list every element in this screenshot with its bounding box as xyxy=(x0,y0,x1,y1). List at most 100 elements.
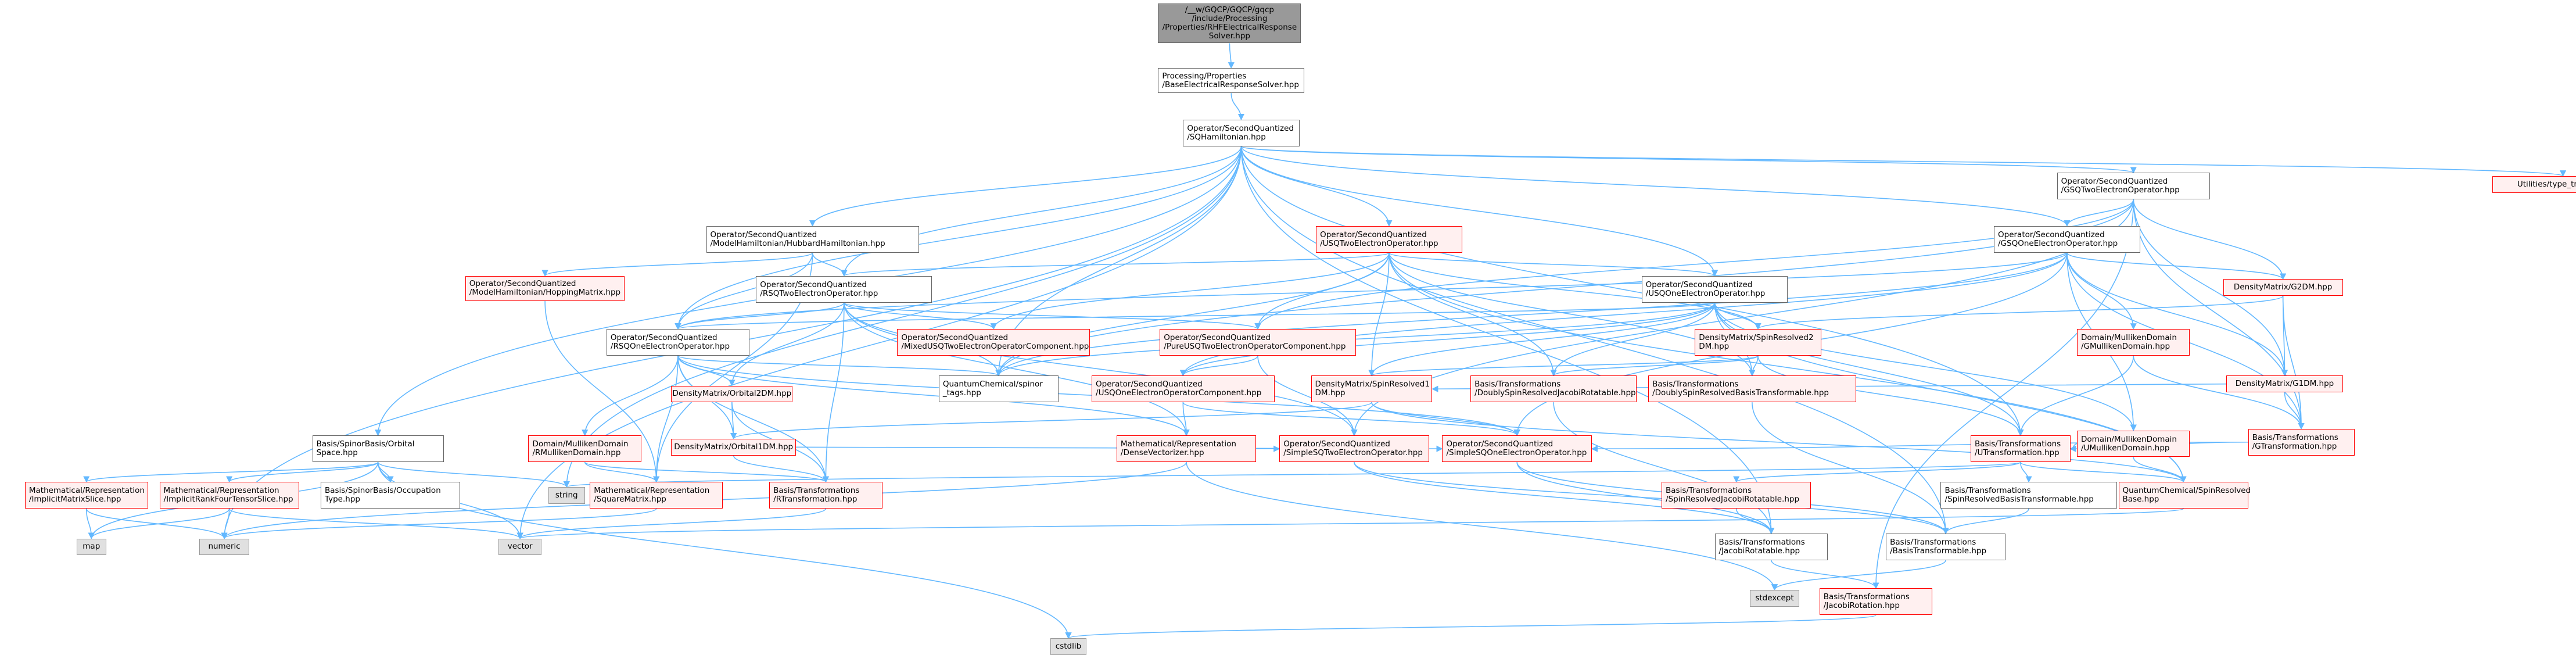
graph-node-orbital2dm[interactable]: DensityMatrix/Orbital2DM.hpp xyxy=(671,385,793,403)
edge-sq-hamiltonian-to-rsq-one xyxy=(675,146,1242,330)
edge-gsq-two-to-gsq-one xyxy=(2064,199,2134,227)
graph-node-gsq-two[interactable]: Operator/SecondQuantized /GSQTwoElectron… xyxy=(2057,173,2210,200)
graph-node-stdexcept[interactable]: stdexcept xyxy=(1749,590,1800,607)
edge-sq-hamiltonian-to-basis-transformable xyxy=(1240,146,1949,535)
graph-node-gsq-one[interactable]: Operator/SecondQuantized /GSQOneElectron… xyxy=(1994,226,2140,253)
edge-sr1dm-to-simple-sq-one xyxy=(1371,402,1520,436)
edge-rsq-two-to-rtransformation xyxy=(822,302,845,483)
edge-gmulliken-to-gtransformation xyxy=(2133,356,2305,429)
edge-usq-one-to-umulliken xyxy=(1714,302,2137,431)
edge-usq-one-comp-to-simple-sq-one xyxy=(1182,402,1520,436)
graph-node-hubbard[interactable]: Operator/SecondQuantized /ModelHamiltoni… xyxy=(706,226,919,253)
edge-umulliken-to-utransformation xyxy=(2069,443,2078,452)
edge-sr2dm-to-dsr-basis xyxy=(1749,356,1759,377)
edge-utransformation-to-sr-basis xyxy=(2019,462,2032,483)
edge-usq-two-to-usq-one xyxy=(1389,252,1718,277)
graph-node-implicit-matrix-slice[interactable]: Mathematical/Representation /ImplicitMat… xyxy=(24,482,148,509)
graph-node-jacobi-rotation[interactable]: Basis/Transformations /JacobiRotation.hp… xyxy=(1819,588,1933,615)
edge-usq-one-to-dsr-jacobi xyxy=(1550,302,1716,377)
graph-node-square-matrix[interactable]: Mathematical/Representation /SquareMatri… xyxy=(590,482,723,509)
graph-node-rsq-one[interactable]: Operator/SecondQuantized /RSQOneElectron… xyxy=(606,329,749,356)
edge-usq-two-to-dsr-jacobi xyxy=(1389,252,1557,377)
edge-usq-two-to-rsq-two xyxy=(841,252,1390,277)
graph-node-occupation-type[interactable]: Basis/SpinorBasis/Occupation Type.hpp xyxy=(320,482,461,509)
graph-node-rtransformation[interactable]: Basis/Transformations /RTransformation.h… xyxy=(769,482,882,509)
graph-node-pure-usq-two-comp[interactable]: Operator/SecondQuantized /PureUSQTwoElec… xyxy=(1160,329,1356,356)
graph-node-cstdlib[interactable]: cstdlib xyxy=(1050,638,1087,655)
edge-sr1dm-to-orbital1dm xyxy=(730,402,1372,440)
graph-node-orbital-space[interactable]: Basis/SpinorBasis/Orbital Space.hpp xyxy=(312,435,444,463)
graph-node-jacobi-rotatable[interactable]: Basis/Transformations /JacobiRotatable.h… xyxy=(1714,534,1828,560)
graph-node-simple-sq-two[interactable]: Operator/SecondQuantized /SimpleSQTwoEle… xyxy=(1279,435,1429,463)
graph-node-sr-basis[interactable]: Basis/Transformations /SpinResolvedBasis… xyxy=(1940,482,2117,509)
graph-node-umulliken[interactable]: Domain/MullikenDomain /UMullikenDomain.h… xyxy=(2077,430,2190,457)
edge-gsq-two-to-jacobi-rotation xyxy=(1872,199,2134,589)
edge-dsr-jacobi-to-jacobi-rotatable xyxy=(1553,402,1775,535)
edge-rsq-two-to-simple-sq-two xyxy=(844,302,1358,436)
graph-node-root[interactable]: /__w/GQCP/GQCP/gqcp /include/Processing … xyxy=(1158,3,1301,44)
graph-node-type-traits[interactable]: Utilities/type_traits.hpp xyxy=(2492,176,2576,193)
graph-node-simple-sq-one[interactable]: Operator/SecondQuantized /SimpleSQOneEle… xyxy=(1442,435,1592,463)
graph-node-utransformation[interactable]: Basis/Transformations /UTransformation.h… xyxy=(1970,435,2071,463)
graph-node-mixed-usq-two-comp[interactable]: Operator/SecondQuantized /MixedUSQTwoEle… xyxy=(897,329,1090,356)
edge-utransformation-to-sr-base xyxy=(2019,461,2187,483)
edge-sq-hamiltonian-to-usq-one xyxy=(1240,146,1718,277)
graph-node-string[interactable]: string xyxy=(548,486,585,504)
graph-node-sr2dm[interactable]: DensityMatrix/SpinResolved2 DM.hpp xyxy=(1695,329,1821,356)
edge-gsq-one-to-g2dm xyxy=(2066,252,2287,280)
edge-sq-hamiltonian-to-rsq-two xyxy=(841,146,1242,277)
graph-node-sq-hamiltonian[interactable]: Operator/SecondQuantized /SQHamiltonian.… xyxy=(1183,119,1300,146)
graph-node-base-solver[interactable]: Processing/Properties /BaseElectricalRes… xyxy=(1158,68,1305,94)
graph-node-dense-vectorizer[interactable]: Mathematical/Representation /DenseVector… xyxy=(1116,435,1257,463)
edge-orbital-space-to-implicit-matrix-slice xyxy=(83,461,379,483)
edge-dense-vectorizer-to-stdexcept xyxy=(1186,462,1778,591)
graph-node-usq-two[interactable]: Operator/SecondQuantized /USQTwoElectron… xyxy=(1316,226,1462,253)
edge-usq-one-to-spinor-tags xyxy=(995,302,1716,377)
edge-orbital1dm-to-rtransformation xyxy=(733,455,829,483)
graph-node-usq-one-comp[interactable]: Operator/SecondQuantized /USQOneElectron… xyxy=(1092,375,1275,403)
edge-rsq-one-to-rtransformation xyxy=(677,356,829,483)
graph-node-vector[interactable]: vector xyxy=(498,538,542,556)
graph-node-hopping[interactable]: Operator/SecondQuantized /ModelHamiltoni… xyxy=(465,275,625,301)
edge-sq-hamiltonian-to-gsq-two xyxy=(1240,145,2137,174)
edge-simple-sq-one-to-jacobi-rotatable xyxy=(1516,462,1775,535)
graph-node-implicit-r4-slice[interactable]: Mathematical/Representation /ImplicitRan… xyxy=(159,482,299,509)
graph-node-map[interactable]: map xyxy=(76,538,107,556)
graph-node-dsr-jacobi[interactable]: Basis/Transformations /DoublySpinResolve… xyxy=(1470,375,1637,403)
edge-rsq-one-to-spinor-tags xyxy=(677,355,1002,377)
graph-node-spinor-tags[interactable]: QuantumChemical/spinor _tags.hpp xyxy=(938,375,1059,403)
edge-jacobi-rotatable-to-jacobi-rotation xyxy=(1770,560,1879,589)
edge-gsq-two-to-pure-usq-two-comp xyxy=(1254,199,2134,330)
edge-rsq-two-to-rsq-one xyxy=(675,302,845,330)
graph-node-gtransformation[interactable]: Basis/Transformations /GTransformation.h… xyxy=(2248,428,2355,456)
graph-node-g1dm[interactable]: DensityMatrix/G1DM.hpp xyxy=(2226,375,2343,392)
graph-node-numeric[interactable]: numeric xyxy=(199,538,249,556)
edge-sr-basis-to-basis-transformable xyxy=(1942,508,2029,535)
edge-gsq-one-to-gmulliken xyxy=(2066,252,2137,330)
graph-node-sr1dm[interactable]: DensityMatrix/SpinResolved1 DM.hpp xyxy=(1311,375,1433,403)
edge-implicit-r4-slice-to-map xyxy=(88,508,230,539)
graph-node-g2dm[interactable]: DensityMatrix/G2DM.hpp xyxy=(2223,279,2343,296)
graph-node-sr-jacobi[interactable]: Basis/Transformations /SpinResolvedJacob… xyxy=(1662,482,1811,509)
edge-orbital-space-to-occupation-type xyxy=(377,462,394,483)
graph-node-rmulliken[interactable]: Domain/MullikenDomain /RMullikenDomain.h… xyxy=(528,435,641,463)
edge-implicit-r4-slice-to-vector xyxy=(228,508,523,539)
graph-node-basis-transformable[interactable]: Basis/Transformations /BasisTransformabl… xyxy=(1886,534,2005,560)
edge-usq-one-to-usq-one-comp xyxy=(1179,302,1716,377)
graph-node-gmulliken[interactable]: Domain/MullikenDomain /GMullikenDomain.h… xyxy=(2077,329,2190,356)
edge-g2dm-to-sr2dm xyxy=(1755,295,2284,330)
graph-node-dsr-basis[interactable]: Basis/Transformations /DoublySpinResolve… xyxy=(1648,375,1856,403)
edge-root-to-base-solver xyxy=(1228,43,1235,69)
edge-gsq-two-to-gtransformation xyxy=(2133,199,2305,429)
edge-g1dm-to-gtransformation xyxy=(2284,392,2305,429)
graph-node-usq-one[interactable]: Operator/SecondQuantized /USQOneElectron… xyxy=(1641,275,1788,303)
graph-node-orbital1dm[interactable]: DensityMatrix/Orbital1DM.hpp xyxy=(671,439,796,456)
edge-pure-usq-two-comp-to-usq-one-comp xyxy=(1179,355,1258,377)
edge-sr2dm-to-sr1dm xyxy=(1368,355,1759,377)
edge-sr2dm-to-dsr-jacobi xyxy=(1550,355,1759,377)
graph-node-rsq-two[interactable]: Operator/SecondQuantized /RSQTwoElectron… xyxy=(756,275,932,303)
edge-sq-hamiltonian-to-utransformation xyxy=(1240,146,2024,436)
graph-node-sr-base[interactable]: QuantumChemical/SpinResolved Base.hpp xyxy=(2118,482,2251,509)
edge-hopping-to-square-matrix xyxy=(544,300,660,483)
edge-sr2dm-to-utransformation xyxy=(1757,356,2024,436)
